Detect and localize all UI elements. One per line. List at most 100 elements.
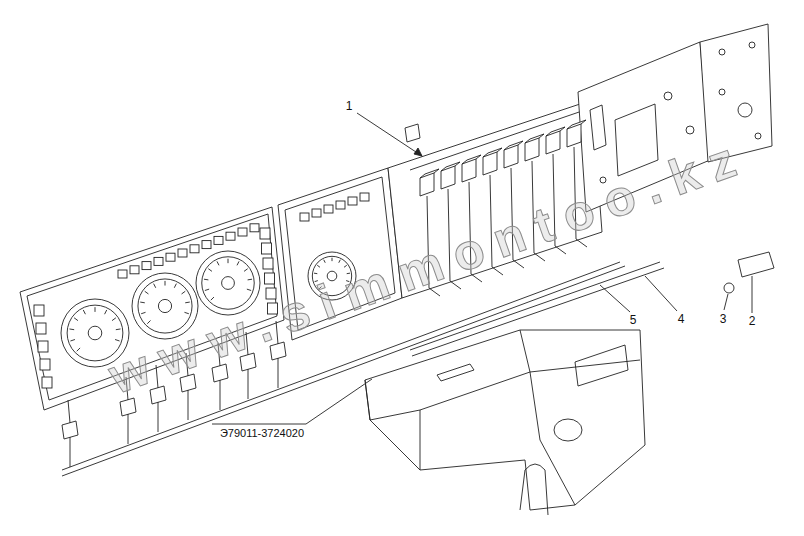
arrowhead [414,148,422,156]
callout-number: 1 [344,99,355,113]
mounting-plate [700,24,772,162]
gauge-tick [145,291,149,294]
callout-number: 5 [628,313,639,327]
plate-part [738,252,774,277]
gauge-hub [222,277,235,290]
gauge-rim [132,273,198,339]
rocker-switch [270,321,286,388]
gauge-tick [247,289,251,290]
gauge-tick [315,281,318,282]
gauge-tick [208,269,212,272]
gauge-tick [74,318,78,321]
gauge-hub [327,271,337,281]
gauge-tick [314,273,317,275]
gauge-face [67,305,123,361]
warning-lamp [178,249,187,257]
fastener [719,89,725,95]
gauge-hub [88,326,102,340]
gauge-tick [204,279,208,281]
gauge-rim [196,251,260,315]
fastener [686,126,694,134]
fastener [755,133,761,139]
switch-body [150,386,166,404]
console-slot [437,364,474,381]
switch-body [180,374,196,392]
gauge-tick [140,302,145,304]
panel-bezel [285,177,395,330]
gauge [61,299,129,367]
gauge-tick [70,340,75,341]
switch-block [575,345,628,386]
leader-line [752,276,753,313]
panel-switch [265,273,275,284]
switch-body [62,421,78,439]
warning-lamp [238,228,247,236]
warning-lamp [226,232,235,240]
fuse-block [578,42,710,212]
leader-line [645,276,677,311]
board-edge [410,110,585,170]
warning-lamp [250,224,259,232]
gauge-tick [165,281,166,286]
gauge-tick [248,279,252,281]
relay-body [525,134,544,161]
gauge-face [202,257,254,309]
callout-number: 4 [676,312,687,326]
wire [68,400,70,423]
fastener [738,103,752,117]
gauge-tick [217,261,219,265]
gauge-tick [237,261,239,265]
watermark: www.simmontoo.kz [103,130,754,402]
rocker-switch [62,400,78,467]
panel-switch [34,305,44,316]
gauge-tick [69,328,74,330]
warning-lamp [360,193,369,201]
relay [441,162,461,289]
switch-body [120,398,136,416]
leader-line [724,294,728,310]
console-cutout [520,464,548,515]
relay-body [441,162,460,189]
relay [504,141,524,268]
gauge-tick [228,259,229,263]
wire [188,390,189,420]
relay [462,155,482,282]
gauge-rim [308,252,356,300]
panel-switch [36,323,46,334]
gauge-tick [184,312,188,313]
gauge-tick [115,340,120,341]
fastener [719,49,725,55]
instrument-panel [20,207,284,410]
gauge [196,251,260,315]
wire [448,189,461,289]
gauge-tick [154,284,156,288]
plate-part [405,124,420,142]
panel-switch [38,341,48,352]
gauge-tick [346,281,349,282]
gauge-tick [211,297,214,300]
leader-line [212,379,372,424]
wire [490,175,503,275]
switch-body [270,342,286,360]
gauge-tick [95,307,96,312]
gauge-tick [205,289,209,290]
gauge-tick [332,258,333,261]
gauge-tick [319,287,321,289]
gauge-tick [185,302,190,304]
panel-switch [42,377,52,388]
wire [156,365,158,388]
warning-lamp [348,197,357,205]
relay-body [483,148,502,175]
gauge-tick [141,312,145,313]
wire [278,358,279,388]
gauge-tick [116,328,121,330]
gauge [132,273,198,339]
panel-bezel [27,214,277,400]
warning-lamp [202,241,211,249]
rocker-switch [212,343,228,410]
panel-switch [263,258,273,269]
relay [567,120,587,247]
capacitor [615,104,658,176]
gauge-tick [182,291,186,294]
bracket [590,105,606,150]
